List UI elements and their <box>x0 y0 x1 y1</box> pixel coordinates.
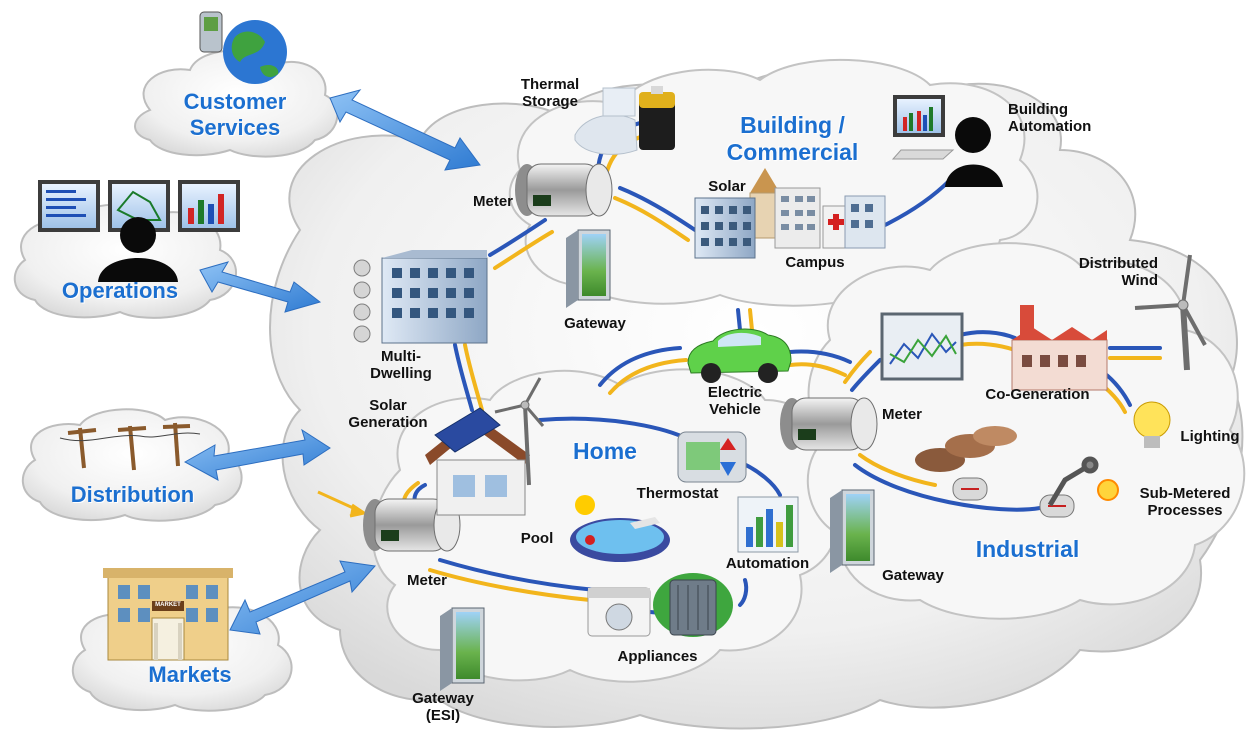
industrial-rolls-icon <box>915 426 1017 472</box>
building-meter-label: Meter <box>472 193 513 210</box>
customer-services-label: Customer Services <box>183 89 287 140</box>
gateway-esi-icon <box>440 607 485 691</box>
industrial-title: Industrial <box>975 536 1080 562</box>
industrial-gateway-label: Gateway <box>882 567 944 584</box>
arrow-markets <box>229 560 376 635</box>
distribution-label: Distribution <box>70 482 195 507</box>
sub-meter-gauge-2-icon <box>1039 494 1075 518</box>
thermostat-icon <box>677 431 747 483</box>
thermal-storage-label: Thermal Storage <box>520 76 580 110</box>
solar-generation-label: Solar Generation <box>348 397 428 431</box>
operations-monitors-icon <box>38 180 240 282</box>
building-automation-icon <box>891 95 1003 187</box>
electric-vehicle-icon <box>687 328 792 383</box>
distributed-wind-label: Distributed Wind <box>1078 255 1158 289</box>
arrow-distribution-feed <box>317 490 368 518</box>
meter-industrial-icon <box>780 397 878 451</box>
home-wind-turbine-icon <box>494 377 545 486</box>
robot-arm-icon <box>1047 456 1119 507</box>
thermostat-label: Thermostat <box>636 485 719 502</box>
multi-dwelling-label: Multi- Dwelling <box>370 348 432 382</box>
hvac-unit-icon <box>653 573 733 637</box>
pool-label: Pool <box>520 530 554 547</box>
co-generation-icon <box>1011 305 1108 391</box>
arrow-operations <box>199 261 322 313</box>
home-title: Home <box>573 438 637 464</box>
multi-dwelling-icon <box>353 250 488 344</box>
arrow-distribution <box>183 428 331 481</box>
markets-sign: MARKET <box>155 602 181 608</box>
home-meter-label: Meter <box>406 572 447 589</box>
thermal-storage-icon <box>574 86 675 155</box>
markets-building-icon <box>103 568 233 661</box>
operations-label: Operations <box>61 278 179 303</box>
markets-label: Markets <box>148 662 232 687</box>
meter-building-icon <box>515 163 613 217</box>
campus-label: Campus <box>785 254 845 271</box>
appliances-label: Appliances <box>617 648 698 665</box>
home-automation-icon <box>737 496 799 553</box>
sub-metered-processes-label: Sub-Metered Processes <box>1139 485 1231 519</box>
arrow-customer-services <box>329 89 481 171</box>
lighting-label: Lighting <box>1180 428 1240 445</box>
automation-label: Automation <box>725 555 810 572</box>
pool-icon <box>570 495 670 562</box>
co-generation-label: Co-Generation <box>985 386 1090 403</box>
gateway-building-icon <box>566 229 611 308</box>
solar-house-icon <box>425 407 530 516</box>
industrial-chart-icon <box>880 312 964 381</box>
building-commercial-title: Building / Commercial <box>726 112 859 165</box>
washer-icon <box>587 587 651 637</box>
lighting-icon <box>1133 401 1171 448</box>
solar-label: Solar <box>708 178 746 195</box>
campus-buildings-icon <box>694 168 886 259</box>
sub-meter-gauge-1-icon <box>952 477 988 501</box>
gateway-esi-label: Gateway (ESI) <box>412 690 474 724</box>
building-gateway-label: Gateway <box>564 315 626 332</box>
building-automation-label: Building Automation <box>1008 101 1092 135</box>
distributed-wind-turbine-icon <box>1134 254 1207 371</box>
gateway-industrial-icon <box>830 489 875 573</box>
distribution-poles-icon <box>59 422 201 471</box>
customer-services-icon <box>199 11 287 84</box>
electric-vehicle-label: Electric Vehicle <box>707 384 763 418</box>
industrial-meter-label: Meter <box>881 406 922 423</box>
